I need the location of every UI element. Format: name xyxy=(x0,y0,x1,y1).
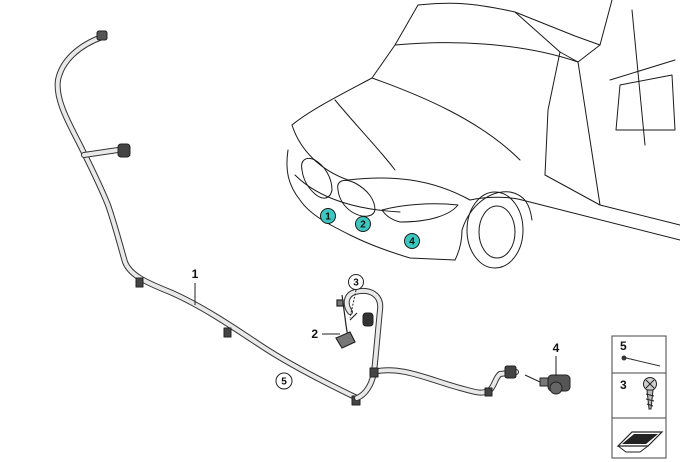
callout-5: 5 xyxy=(275,372,293,390)
svg-text:4: 4 xyxy=(409,237,415,248)
parts-legend: 5 3 xyxy=(611,335,667,459)
svg-text:5: 5 xyxy=(281,377,287,388)
svg-text:3: 3 xyxy=(353,278,359,289)
part-4-valve xyxy=(524,374,571,395)
connecting-hose xyxy=(343,288,519,401)
callout-2: 2 xyxy=(311,327,318,341)
main-hose xyxy=(54,30,361,406)
part-2-nozzle-bracket xyxy=(335,294,358,349)
legend-item-3: 3 xyxy=(620,378,627,392)
car-marker-2: 2 xyxy=(355,216,371,232)
hose-clip-icon xyxy=(621,355,661,367)
callout-3: 3 xyxy=(348,274,364,319)
legend-item-5: 5 xyxy=(620,339,627,353)
direction-arrow-icon xyxy=(616,431,664,453)
car-marker-4: 4 xyxy=(404,233,420,249)
callout-1: 1 xyxy=(192,267,199,281)
car-illustration xyxy=(286,0,680,269)
svg-text:1: 1 xyxy=(325,212,331,223)
car-marker-1: 1 xyxy=(320,208,336,224)
svg-text:2: 2 xyxy=(360,220,366,231)
callout-4: 4 xyxy=(553,341,560,355)
screw-icon xyxy=(643,377,657,410)
